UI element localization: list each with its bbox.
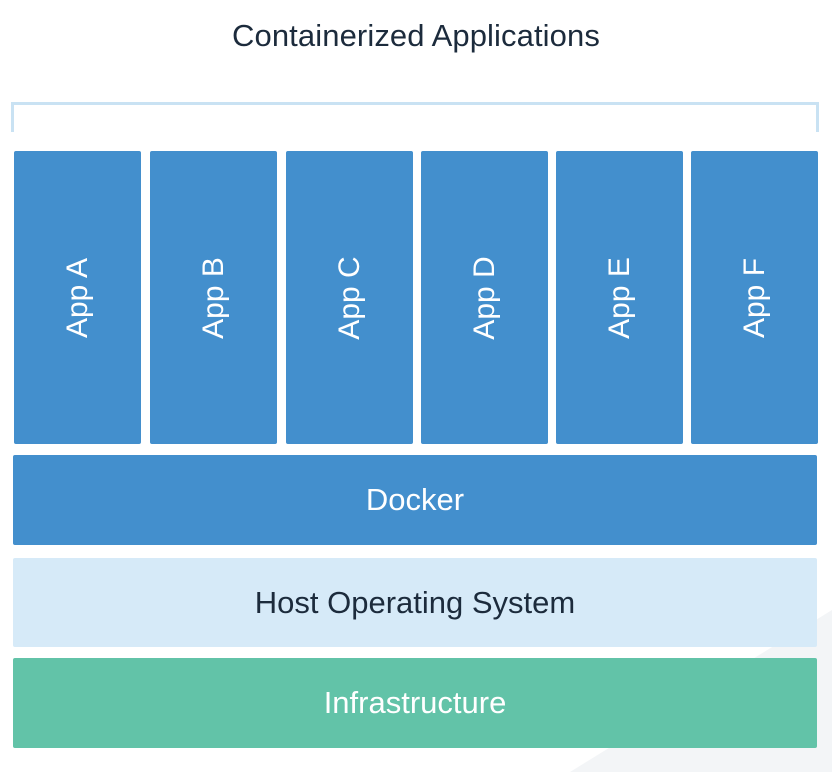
containers-bracket	[11, 102, 819, 132]
app-e-label: App E	[602, 256, 636, 339]
infrastructure-layer-label: Infrastructure	[323, 685, 507, 720]
app-d-label: App D	[467, 255, 501, 340]
docker-layer-label: Docker	[365, 482, 465, 517]
app-a-container: App A	[14, 151, 141, 444]
app-f-container: App F	[691, 151, 818, 444]
app-e-container: App E	[556, 151, 683, 444]
infrastructure-layer: Infrastructure	[13, 658, 817, 748]
host-os-layer: Host Operating System	[13, 558, 817, 647]
app-b-container: App B	[150, 151, 277, 444]
app-a-label: App A	[60, 257, 94, 338]
docker-layer: Docker	[13, 455, 817, 545]
app-c-container: App C	[286, 151, 413, 444]
app-b-label: App B	[196, 256, 230, 339]
app-f-label: App F	[737, 257, 771, 338]
app-c-label: App C	[332, 255, 366, 340]
app-d-container: App D	[421, 151, 548, 444]
diagram-title: Containerized Applications	[232, 18, 600, 53]
host-os-layer-label: Host Operating System	[254, 584, 576, 620]
